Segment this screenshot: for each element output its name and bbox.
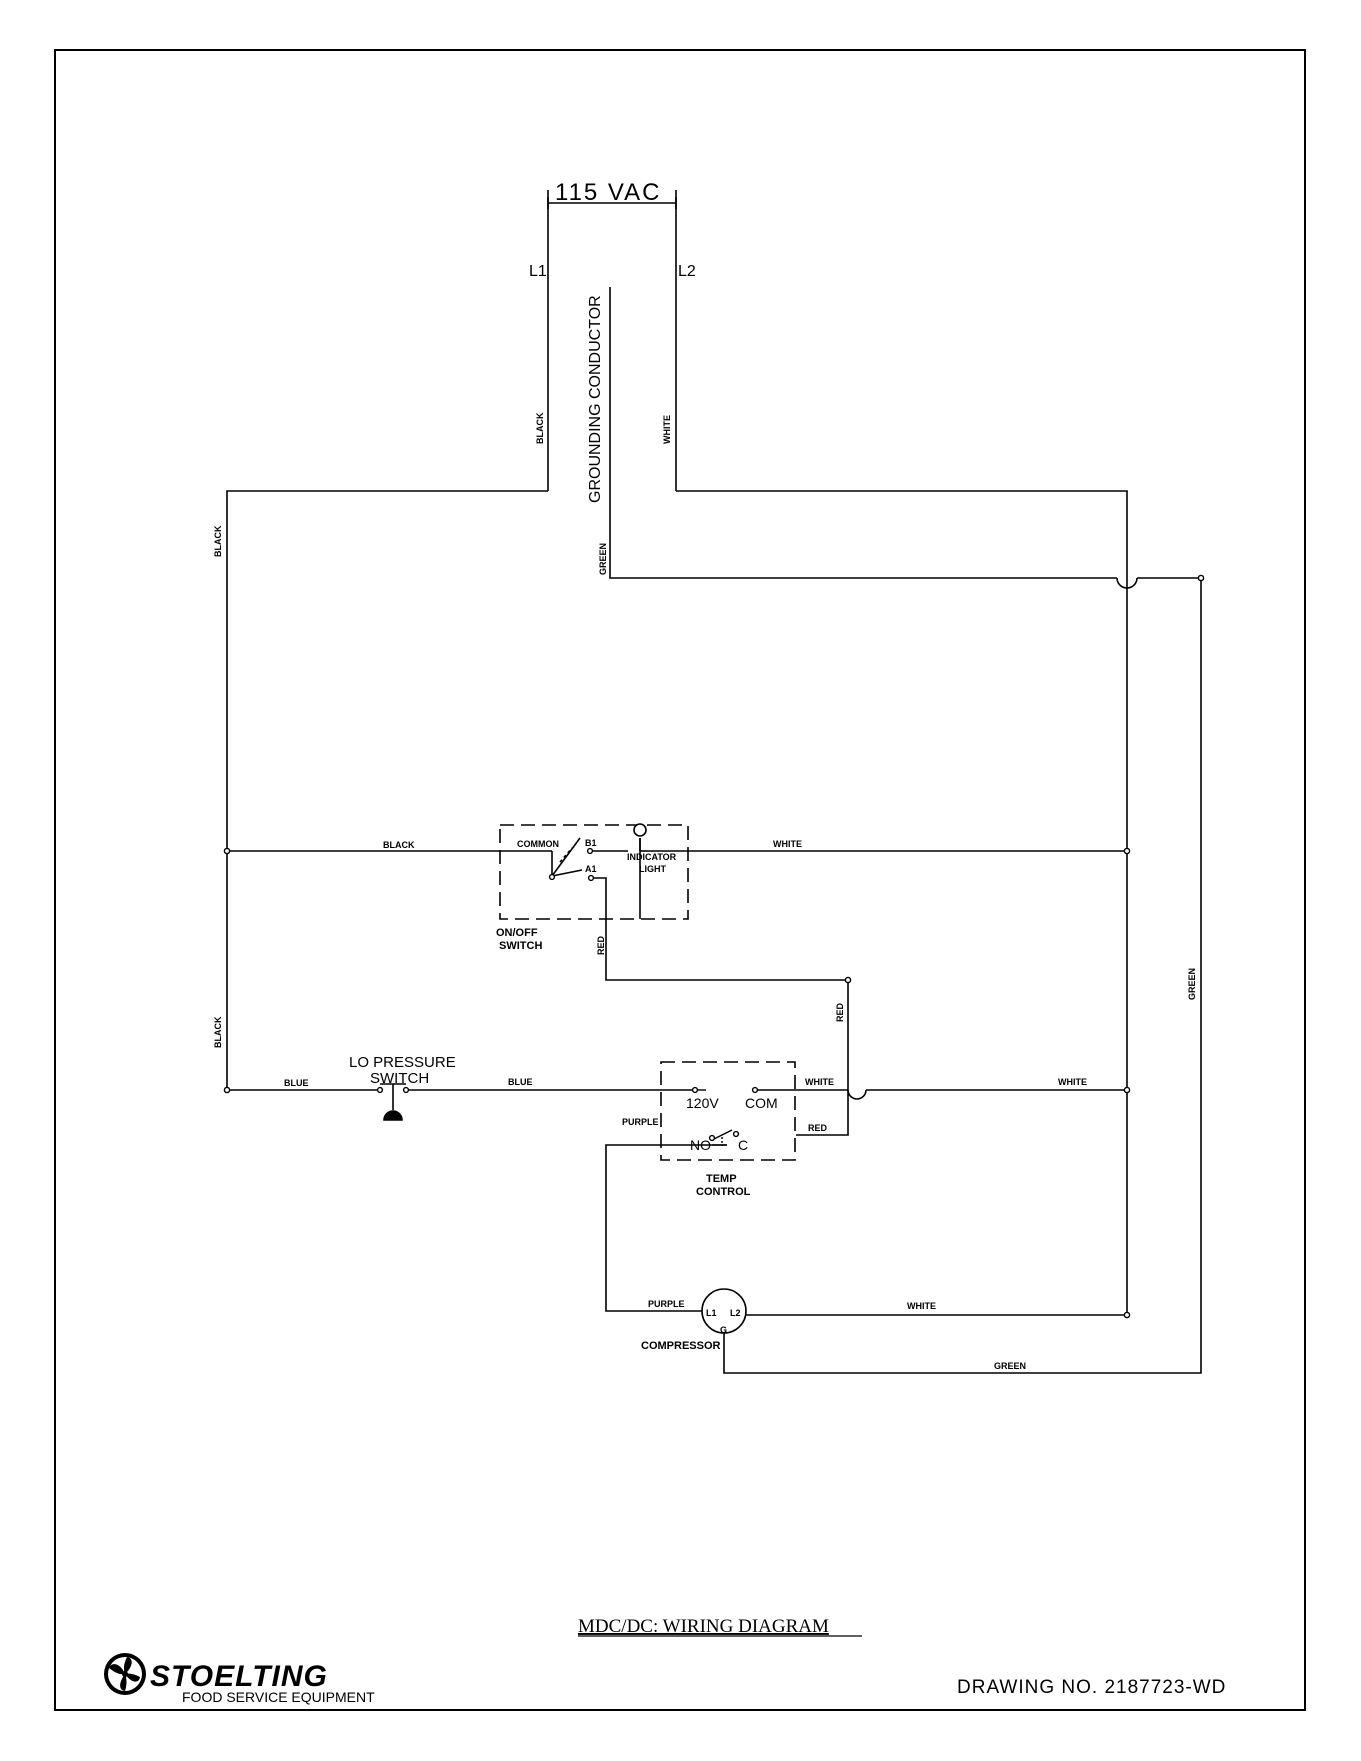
- on-off-switch-label-line2: SWITCH: [499, 940, 542, 952]
- wire-label-green-right: GREEN: [1187, 968, 1197, 1000]
- wire-label-blue-left: BLUE: [284, 1078, 309, 1088]
- stoelting-brand: STOELTING: [150, 1660, 328, 1693]
- lo-pressure-label-line2: SWITCH: [370, 1070, 429, 1087]
- b1-terminal-label: B1: [585, 838, 597, 848]
- page-border: [54, 49, 1306, 1711]
- l2-label: L2: [678, 263, 696, 280]
- a1-terminal-label: A1: [585, 864, 597, 874]
- wire-label-red-a1: RED: [596, 935, 606, 955]
- wire-label-purple-top: PURPLE: [622, 1117, 659, 1127]
- wire-label-black-l1: BLACK: [535, 412, 545, 444]
- wire-label-blue-right: BLUE: [508, 1077, 533, 1087]
- on-off-switch-label-line1: ON/OFF: [496, 927, 538, 939]
- wire-label-black-switch: BLACK: [383, 840, 415, 850]
- grounding-conductor-label: GROUNDING CONDUCTOR: [587, 295, 604, 503]
- l1-label: L1: [529, 263, 547, 280]
- temp-com-label: COM: [745, 1095, 778, 1111]
- temp-control-label-line2: CONTROL: [696, 1186, 751, 1198]
- temp-c-label: C: [738, 1137, 748, 1153]
- wire-label-black-left-top: BLACK: [213, 525, 223, 557]
- temp-control: [660, 1061, 796, 1161]
- wire-label-white-l2: WHITE: [662, 415, 672, 444]
- wire-label-white-switch: WHITE: [773, 839, 802, 849]
- wire-label-purple-compressor: PURPLE: [648, 1299, 685, 1309]
- wires: [226, 190, 1202, 1374]
- compressor-icon: [701, 1288, 747, 1334]
- wire-label-green-ground: GREEN: [598, 543, 608, 575]
- stoelting-fan-icon: [104, 1653, 146, 1695]
- indicator-light-label-line2: LIGHT: [639, 864, 666, 874]
- compressor-l2-label: L2: [730, 1308, 741, 1318]
- voltage-label: 115 VAC: [555, 179, 662, 206]
- drawing-number: DRAWING NO. 2187723-WD: [957, 1677, 1226, 1698]
- wire-label-red-c: RED: [808, 1123, 828, 1133]
- stoelting-logo: STOELTING FOOD SERVICE EQUIPMENT: [104, 1653, 375, 1705]
- wire-label-black-left-bottom: BLACK: [213, 1016, 223, 1048]
- temp-no-label: NO: [690, 1137, 711, 1153]
- compressor-l1-label: L1: [706, 1308, 717, 1318]
- indicator-light-label-line1: INDICATOR: [627, 852, 677, 862]
- indicator-light-icon: [633, 823, 647, 837]
- wire-label-white-com: WHITE: [805, 1077, 834, 1087]
- temp-120v-label: 120V: [686, 1095, 719, 1111]
- temp-control-label-line1: TEMP: [706, 1173, 737, 1185]
- on-off-switch: [499, 823, 689, 920]
- stoelting-tagline: FOOD SERVICE EQUIPMENT: [182, 1689, 375, 1705]
- compressor-label: COMPRESSOR: [641, 1340, 721, 1352]
- wire-label-green-compressor: GREEN: [994, 1361, 1026, 1371]
- lo-pressure-label-line1: LO PRESSURE: [349, 1054, 456, 1071]
- junction-dots: [223, 574, 1205, 1319]
- wire-label-red-riser: RED: [835, 1002, 845, 1022]
- lo-pressure-switch: [376, 1083, 410, 1121]
- compressor-g-label: G: [720, 1325, 727, 1335]
- wire-label-white-compressor: WHITE: [907, 1301, 936, 1311]
- diagram-title: MDC/DC: WIRING DIAGRAM: [578, 1616, 829, 1637]
- common-terminal-label: COMMON: [517, 839, 559, 849]
- wire-label-white-rail: WHITE: [1058, 1077, 1087, 1087]
